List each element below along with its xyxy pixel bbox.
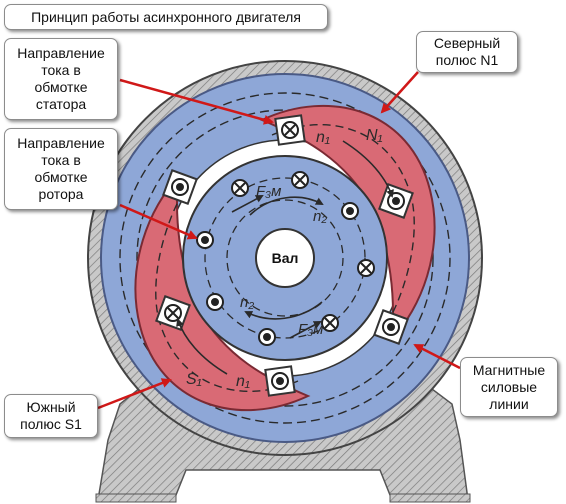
callout-south-pole: Южный полюс S1 [4,394,98,438]
rotor-dot-icon [196,231,214,249]
rotation-arrow [249,196,324,216]
rotor-dot-icon [258,328,276,346]
rotor-cross-icon [291,171,309,189]
callout-north-pole: Северный полюс N1 [416,31,518,73]
shaft-label: Вал [271,250,299,266]
arrow-field-lines [413,343,461,370]
arrow-stator-current [119,78,274,125]
rotor-cross-icon [231,179,249,197]
stator-cross-icon [281,121,299,139]
stator-dot-icon [171,178,189,196]
arrow-rotor-current [119,203,198,240]
page-title: Принцип работы асинхронного двигателя [4,4,328,30]
label-n2-bottom: n₂ [240,294,254,311]
label-pole-s1: S₁ [186,371,202,388]
rotor-dot-icon [341,202,359,220]
rotation-arrow [176,318,228,375]
stator-cross-icon [164,304,182,322]
stator-dot-icon [387,192,405,210]
label-f-top: F₃м [256,183,281,200]
label-pole-n1: N₁ [366,127,383,144]
callout-rotor-current: Направление тока в обмотке ротора [4,128,118,210]
label-f-bottom: F₃м [298,321,323,338]
label-n1-top: n₁ [316,129,330,146]
rotation-arrow [244,301,323,320]
stator-dot-icon [382,318,400,336]
label-n1-bottom: n₁ [236,373,250,390]
label-n2-top: n₂ [313,208,327,225]
rotor-cross-icon [357,259,375,277]
callout-field-lines: Магнитные силовые линии [460,357,558,417]
shaft [255,228,315,288]
callout-stator-current: Направление тока в обмотке статора [4,38,118,120]
force-arrow [231,195,264,213]
arrow-north-pole [380,71,419,114]
rotation-arrow [342,140,394,198]
rotor-dot-icon [206,293,224,311]
arrow-south-pole [97,378,172,410]
force-arrow [289,321,322,339]
rotor-cross-icon [321,314,339,332]
magnetic-field-lines [119,92,451,424]
stator-dot-icon [271,372,289,390]
